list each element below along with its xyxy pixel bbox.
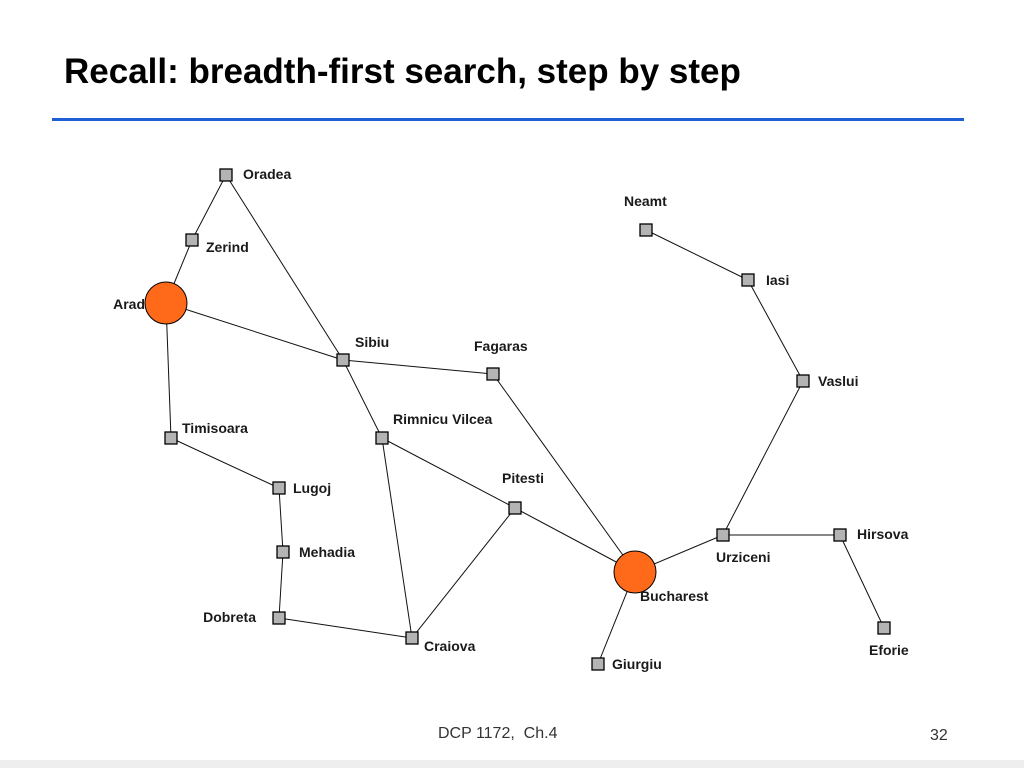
road-timisoara-lugoj	[170, 437, 280, 489]
city-label-dobreta: Dobreta	[203, 609, 256, 625]
title-underline	[52, 118, 964, 121]
city-label-lugoj: Lugoj	[293, 480, 331, 496]
road-rimnicu-pitesti	[381, 437, 516, 509]
city-label-arad: Arad	[113, 296, 145, 312]
city-label-urziceni: Urziceni	[716, 549, 770, 565]
page-number: 32	[930, 727, 948, 744]
city-label-mehadia: Mehadia	[299, 544, 355, 560]
road-sibiu-fagaras	[342, 359, 494, 375]
city-node-eforie	[877, 621, 891, 635]
bottom-band	[0, 760, 1024, 768]
city-node-bucharest-highlighted	[613, 550, 657, 594]
city-label-giurgiu: Giurgiu	[612, 656, 662, 672]
city-label-oradea: Oradea	[243, 166, 291, 182]
city-node-fagaras	[486, 367, 500, 381]
city-label-neamt: Neamt	[624, 193, 667, 209]
city-label-pitesti: Pitesti	[502, 470, 544, 486]
city-node-dobreta	[272, 611, 286, 625]
slide-title: Recall: breadth-first search, step by st…	[64, 52, 741, 91]
city-label-zerind: Zerind	[206, 239, 249, 255]
road-sibiu-rimnicu	[342, 359, 383, 439]
city-label-vaslui: Vaslui	[818, 373, 858, 389]
road-hirsova-eforie	[839, 534, 885, 629]
road-iasi-neamt	[645, 229, 749, 281]
road-mehadia-dobreta	[278, 551, 284, 619]
city-node-neamt	[639, 223, 653, 237]
city-node-vaslui	[796, 374, 810, 388]
city-node-rimnicu	[375, 431, 389, 445]
road-pitesti-bucharest	[514, 507, 636, 573]
city-nodes	[144, 168, 891, 671]
city-label-fagaras: Fagaras	[474, 338, 528, 354]
city-label-rimnicu: Rimnicu Vilcea	[393, 411, 493, 427]
city-node-zerind	[185, 233, 199, 247]
city-node-timisoara	[164, 431, 178, 445]
city-label-craiova: Craiova	[424, 638, 476, 654]
city-node-lugoj	[272, 481, 286, 495]
road-rimnicu-craiova	[381, 437, 413, 639]
road-vaslui-iasi	[747, 279, 804, 382]
city-node-sibiu	[336, 353, 350, 367]
city-label-hirsova: Hirsova	[857, 526, 909, 542]
city-node-craiova	[405, 631, 419, 645]
road-edges	[165, 174, 885, 665]
road-craiova-pitesti	[411, 507, 516, 639]
city-label-bucharest: Bucharest	[640, 588, 709, 604]
city-node-oradea	[219, 168, 233, 182]
city-label-eforie: Eforie	[869, 642, 909, 658]
road-fagaras-bucharest	[492, 373, 636, 573]
city-node-iasi	[741, 273, 755, 287]
road-arad-sibiu	[165, 302, 344, 361]
road-dobreta-craiova	[278, 617, 413, 639]
footer-course: DCP 1172, Ch.4	[438, 725, 558, 742]
city-node-pitesti	[508, 501, 522, 515]
city-node-arad-highlighted	[144, 281, 188, 325]
road-urziceni-vaslui	[722, 380, 804, 536]
road-lugoj-mehadia	[278, 487, 284, 553]
road-arad-timisoara	[165, 302, 172, 439]
city-node-urziceni	[716, 528, 730, 542]
city-label-timisoara: Timisoara	[182, 420, 248, 436]
road-oradea-zerind	[191, 174, 227, 241]
city-label-iasi: Iasi	[766, 272, 789, 288]
city-label-sibiu: Sibiu	[355, 334, 389, 350]
city-node-mehadia	[276, 545, 290, 559]
city-node-hirsova	[833, 528, 847, 542]
city-node-giurgiu	[591, 657, 605, 671]
road-oradea-sibiu	[225, 174, 344, 361]
